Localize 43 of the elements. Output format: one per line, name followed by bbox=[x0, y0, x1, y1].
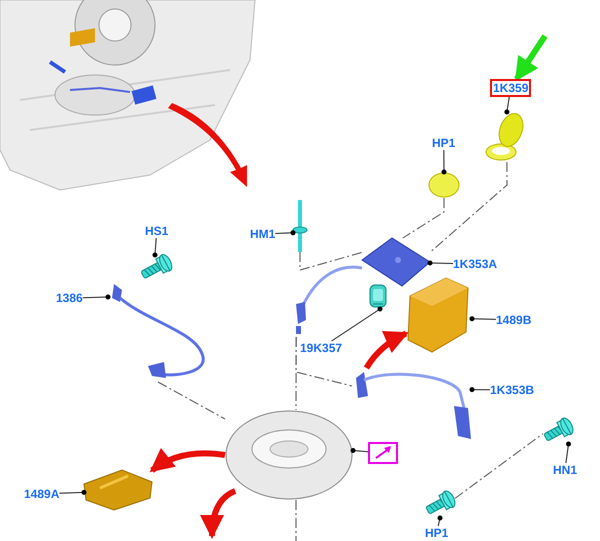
leader-line bbox=[428, 260, 454, 266]
centerline bbox=[430, 162, 508, 253]
leader-line bbox=[350, 448, 368, 453]
leader-line bbox=[470, 387, 490, 392]
filler-cap-drawing bbox=[483, 112, 525, 162]
plug-drawing bbox=[428, 172, 460, 198]
leader-line bbox=[438, 516, 442, 526]
bolt-drawing bbox=[543, 418, 573, 444]
leader-line bbox=[58, 490, 86, 495]
part-number: 1K359 bbox=[490, 79, 532, 97]
leader-line bbox=[152, 238, 158, 258]
leader-line bbox=[274, 230, 296, 236]
spare-tire-drawing bbox=[225, 410, 353, 500]
centerline bbox=[454, 433, 544, 499]
part-number: 1K353A bbox=[453, 257, 498, 271]
pointer-arrow bbox=[514, 34, 548, 82]
part-number: 1386 bbox=[56, 291, 83, 305]
centerline bbox=[158, 382, 226, 420]
leader-line bbox=[82, 294, 110, 300]
pointer-arrow bbox=[150, 448, 226, 473]
bracket-plate-drawing bbox=[362, 238, 430, 286]
centerline bbox=[296, 336, 352, 386]
push-pin-drawing bbox=[293, 200, 307, 252]
clip-drawing bbox=[368, 283, 388, 309]
centerline bbox=[402, 198, 444, 238]
leader-line bbox=[565, 442, 571, 464]
part-number: 1K353B bbox=[490, 383, 534, 397]
part-number: HS1 bbox=[145, 224, 168, 238]
part-number: 1489B bbox=[496, 313, 532, 327]
leader-line bbox=[470, 316, 496, 322]
part-number: 1489A bbox=[24, 487, 60, 501]
pointer-arrow bbox=[364, 330, 409, 370]
leader-line bbox=[442, 150, 446, 174]
bolt-drawing bbox=[140, 255, 172, 281]
info-icon bbox=[368, 442, 398, 464]
centerline bbox=[300, 252, 362, 271]
part-number: 19K357 bbox=[300, 341, 342, 355]
part-number: HM1 bbox=[250, 227, 276, 241]
part-number: HP1 bbox=[432, 136, 456, 150]
leader-line bbox=[331, 306, 382, 342]
leader-line bbox=[504, 96, 510, 114]
part-number: HN1 bbox=[553, 463, 578, 477]
part-number: HP1 bbox=[425, 526, 448, 540]
